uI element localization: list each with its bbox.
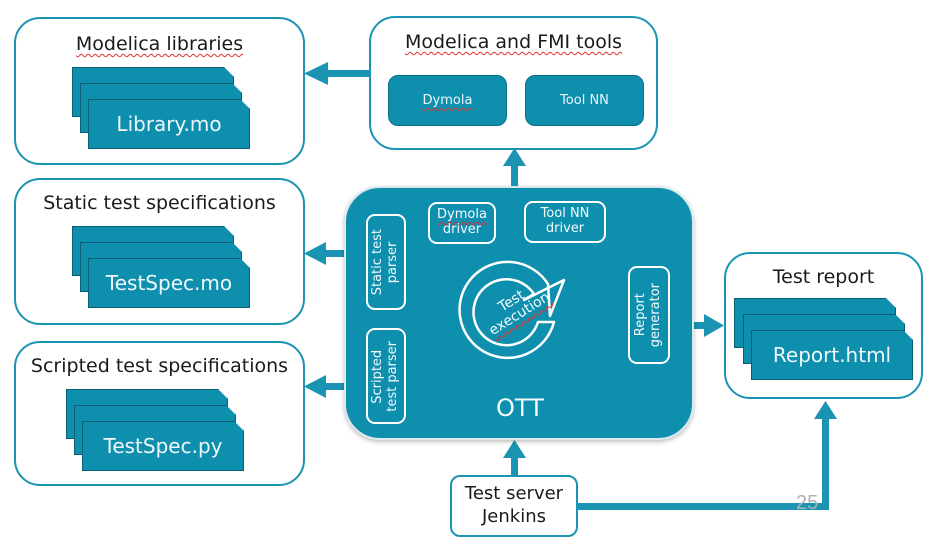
test-report-box: Test report Report.html	[724, 252, 923, 399]
arrowhead-libraries	[304, 62, 328, 85]
testspec-py-stack: TestSpec.py	[66, 389, 246, 475]
arrow-tools-to-libraries	[322, 70, 370, 77]
arrow-server-to-ott	[511, 455, 518, 477]
ott-label: OTT	[496, 394, 544, 422]
file-sheet[interactable]: Library.mo	[88, 99, 250, 149]
scripted-specs-title: Scripted test specifications	[30, 355, 289, 377]
arrowhead-tools	[503, 148, 526, 166]
arrowhead-ott	[503, 440, 526, 458]
report-file-stack: Report.html	[734, 298, 924, 384]
modelica-fmi-tools-box: Modelica and FMI tools Dymola Tool NN	[369, 16, 658, 150]
file-sheet[interactable]: TestSpec.py	[82, 421, 244, 471]
scripted-test-parser[interactable]: Scripted test parser	[366, 328, 406, 424]
file-name: TestSpec.mo	[105, 271, 233, 295]
ott-block: Dymola driver Tool NN driver Static test…	[344, 186, 694, 440]
tool-dymola[interactable]: Dymola	[388, 75, 507, 126]
static-specs-title: Static test specifications	[43, 192, 276, 214]
report-generator[interactable]: Report generator	[628, 266, 670, 364]
tool-nn[interactable]: Tool NN	[525, 75, 644, 126]
dymola-driver[interactable]: Dymola driver	[428, 202, 496, 244]
toolnn-driver[interactable]: Tool NN driver	[524, 201, 606, 243]
file-name: Report.html	[772, 343, 892, 367]
file-name: TestSpec.py	[103, 434, 223, 458]
arrow-ott-to-scripted	[322, 383, 346, 390]
file-sheet[interactable]: TestSpec.mo	[88, 258, 250, 308]
modelica-libraries-title: Modelica libraries	[75, 33, 244, 55]
file-sheet[interactable]: Report.html	[751, 330, 913, 380]
arrow-ott-to-static	[322, 250, 346, 257]
scripted-specs-box: Scripted test specifications TestSpec.py	[14, 341, 305, 486]
static-specs-box: Static test specifications TestSpec.mo	[14, 178, 305, 325]
modelica-fmi-tools-title: Modelica and FMI tools	[404, 31, 623, 53]
arrowhead-report	[704, 314, 724, 337]
cycle-arrow-icon	[458, 260, 566, 360]
testspec-mo-stack: TestSpec.mo	[72, 226, 252, 312]
arrow-server-to-report-v	[822, 415, 829, 510]
arrowhead-static	[304, 242, 326, 265]
library-file-stack: Library.mo	[72, 67, 252, 153]
arrowhead-scripted	[304, 375, 326, 398]
arrow-server-to-report-h	[578, 503, 829, 510]
test-server-box[interactable]: Test server Jenkins	[450, 475, 578, 537]
modelica-libraries-box: Modelica libraries Library.mo	[14, 17, 305, 165]
static-test-parser[interactable]: Static test parser	[366, 214, 406, 310]
file-name: Library.mo	[116, 112, 222, 136]
arrow-ott-to-tools	[511, 162, 518, 188]
page-number: 25	[796, 492, 819, 514]
arrow-ott-to-report	[693, 322, 707, 329]
test-report-title: Test report	[772, 266, 875, 288]
arrowhead-report-bottom	[814, 401, 837, 419]
